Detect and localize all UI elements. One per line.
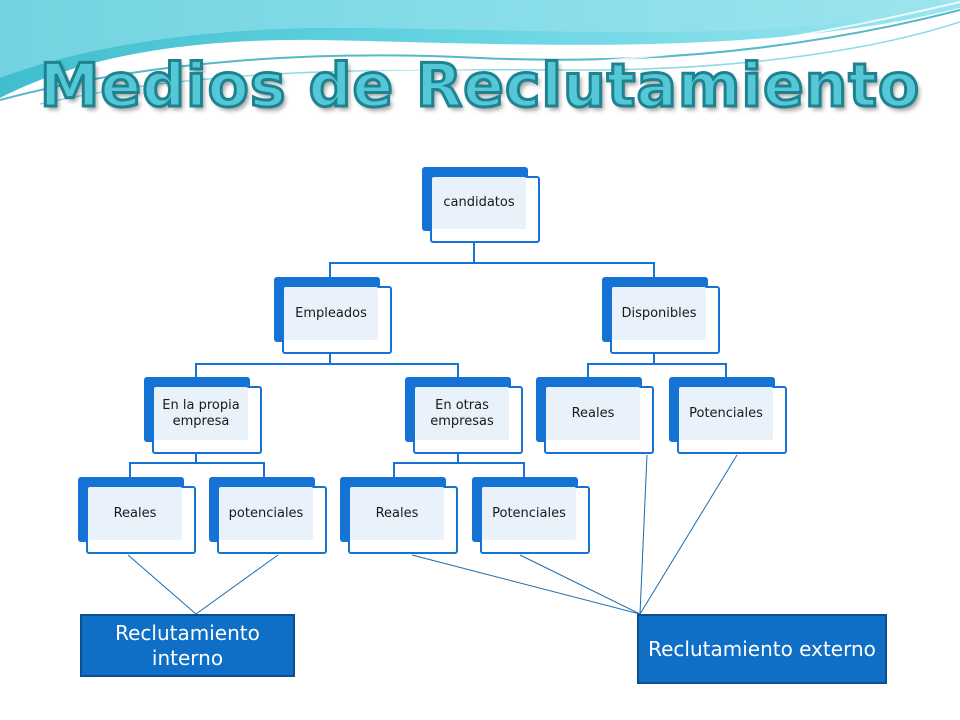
node-disponibles-potenciales-label: Potenciales [679,387,773,440]
node-en-otras-empresas-label: En otras empresas [415,387,509,440]
reclutamiento-interno-box: Reclutamiento interno [80,614,295,677]
node-en-la-propia-empresa-label: En la propia empresa [154,387,248,440]
node-empleados-label: Empleados [284,287,378,340]
reclutamiento-externo-label: Reclutamiento externo [648,636,876,661]
node-otras-reales: Reales [340,477,458,554]
node-candidatos: candidatos [422,167,540,243]
node-propia-potenciales-label: potenciales [219,487,313,540]
node-disponibles-potenciales: Potenciales [669,377,787,454]
node-en-la-propia-empresa: En la propia empresa [144,377,262,454]
node-en-otras-empresas: En otras empresas [405,377,523,454]
node-candidatos-label: candidatos [432,177,526,229]
node-otras-potenciales-label: Potenciales [482,487,576,540]
node-disponibles-reales: Reales [536,377,654,454]
reclutamiento-externo-box: Reclutamiento externo [637,614,887,684]
node-disponibles-reales-label: Reales [546,387,640,440]
node-disponibles-label: Disponibles [612,287,706,340]
header-wave-decoration [0,0,960,105]
slide-title: Medios de Reclutamiento [38,51,921,121]
node-otras-potenciales: Potenciales [472,477,590,554]
reclutamiento-interno-label: Reclutamiento interno [115,620,260,670]
node-propia-reales-label: Reales [88,487,182,540]
node-otras-reales-label: Reales [350,487,444,540]
node-disponibles: Disponibles [602,277,720,354]
node-propia-reales: Reales [78,477,196,554]
node-propia-potenciales: potenciales [209,477,327,554]
node-empleados: Empleados [274,277,392,354]
